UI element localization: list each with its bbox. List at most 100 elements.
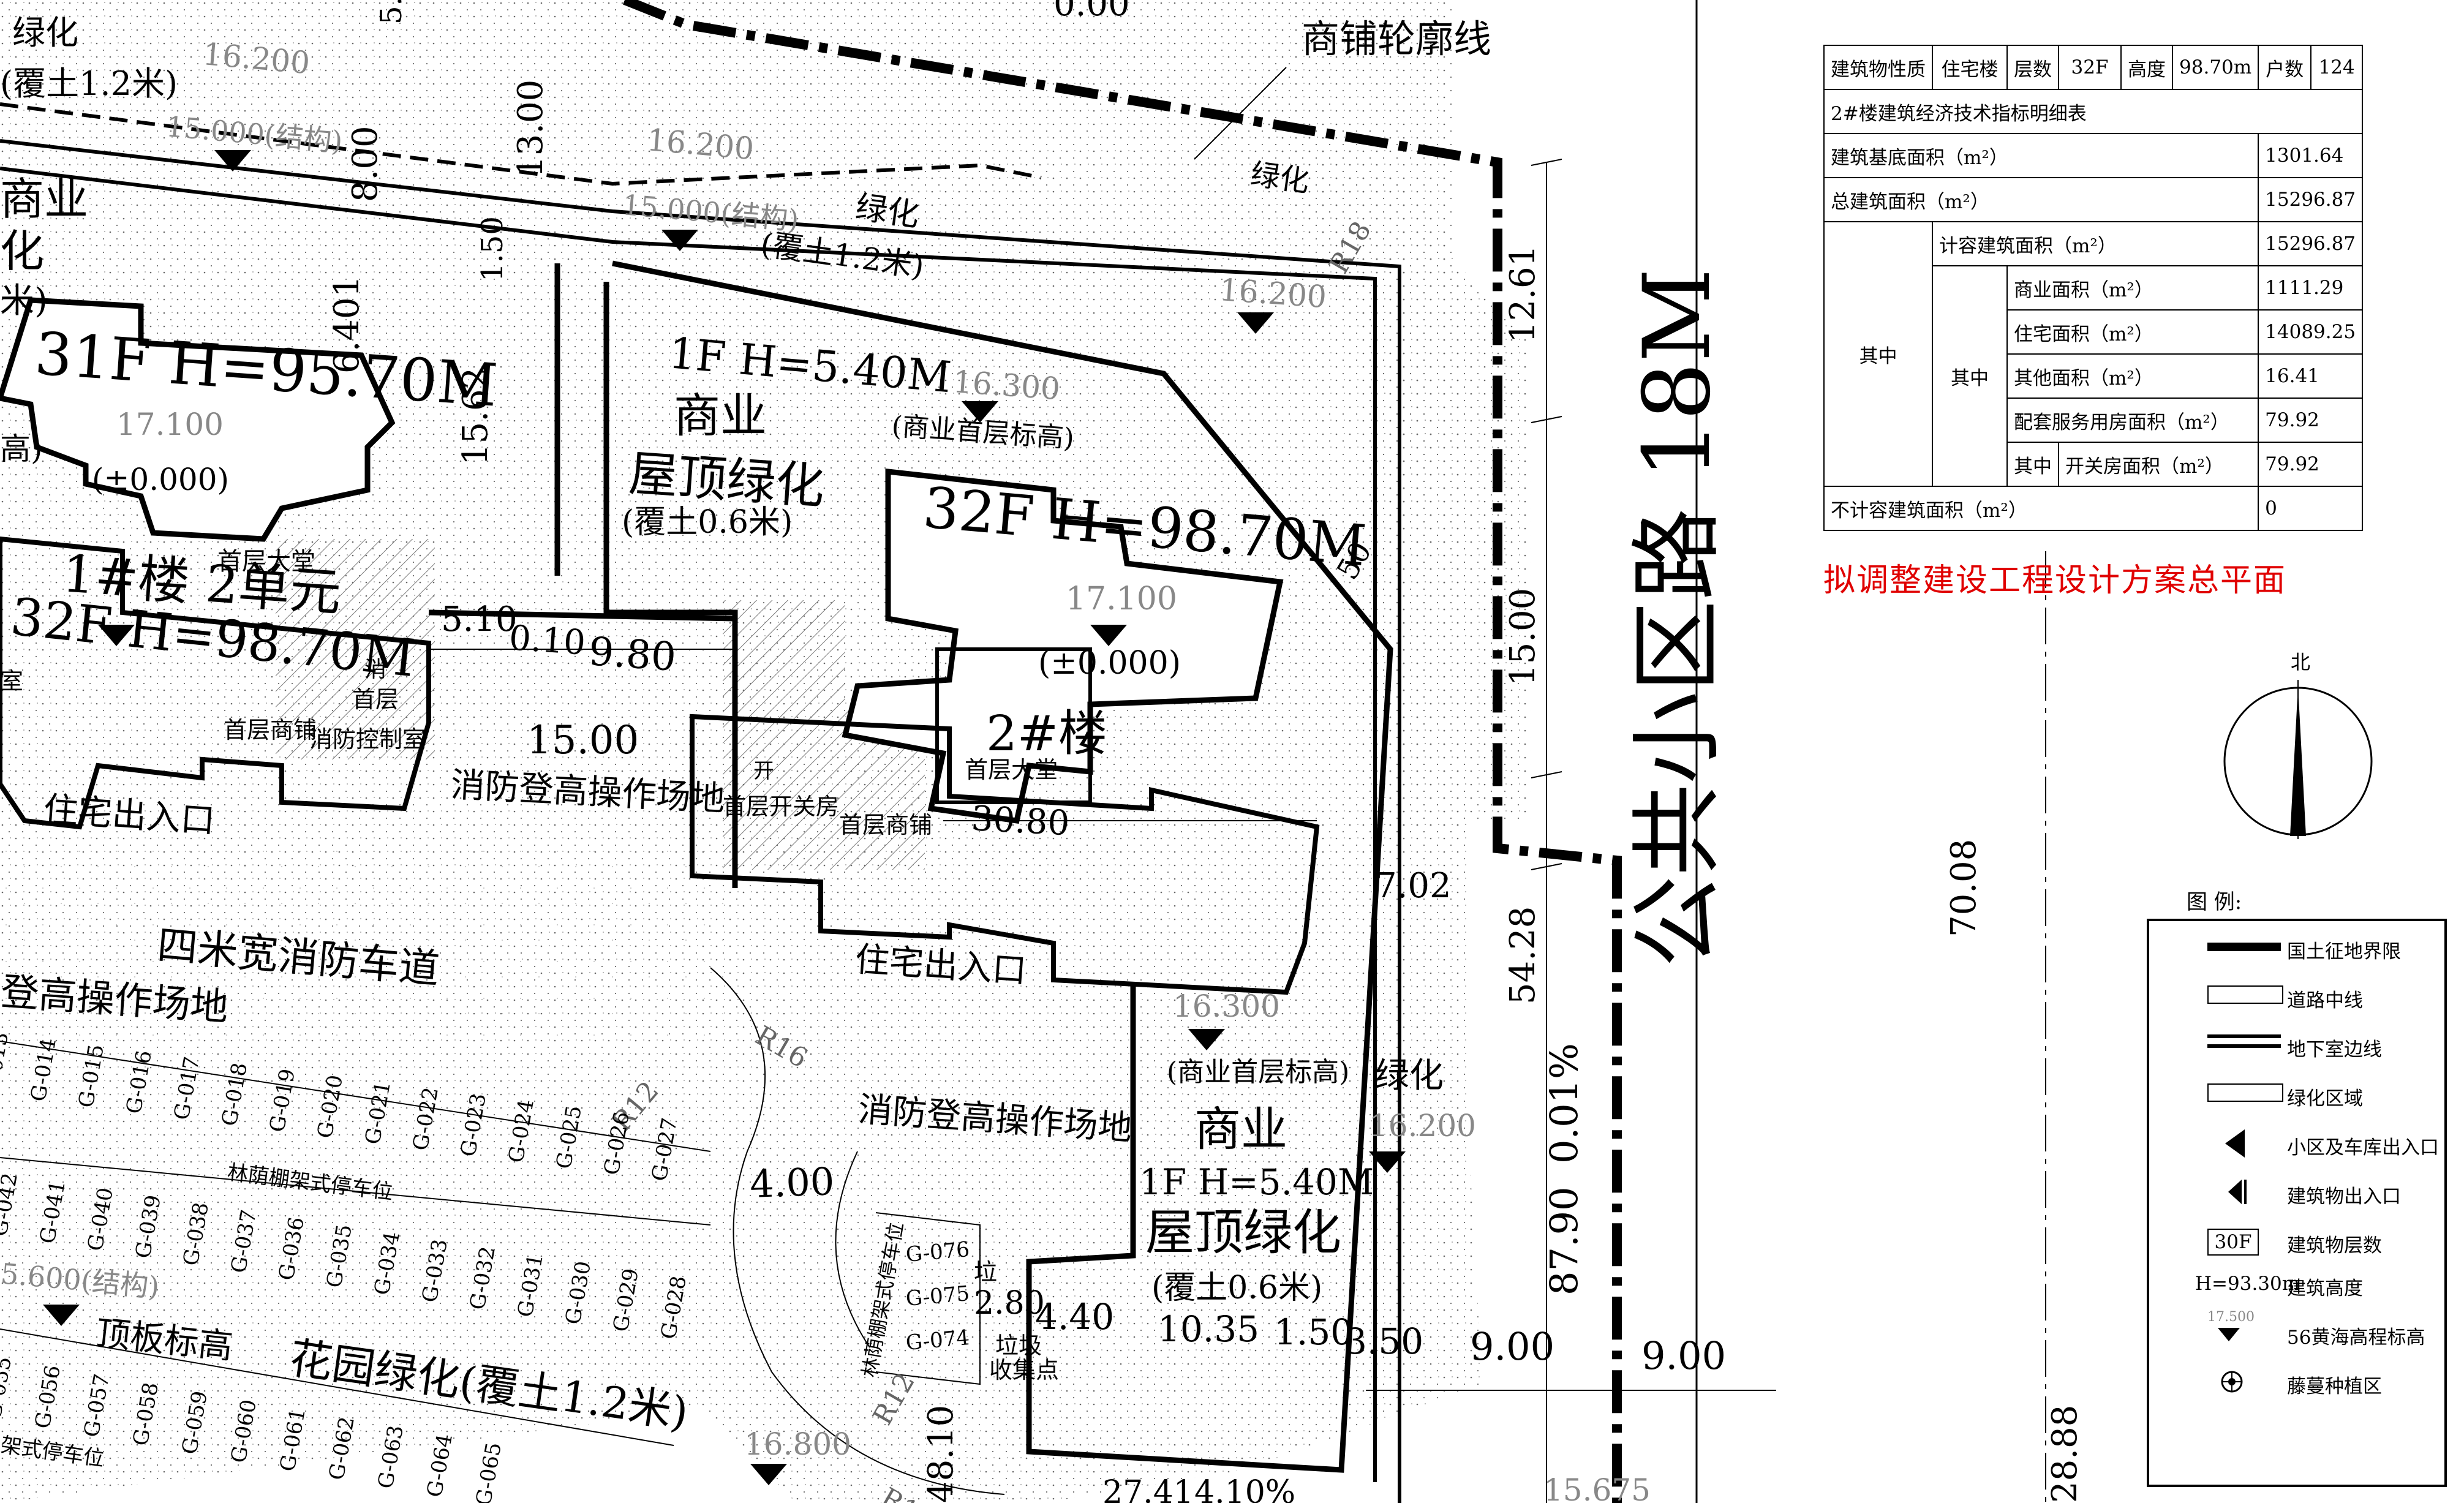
elevation-value: 16.800 — [744, 1426, 851, 1462]
legend-label: 藤蔓种植区 — [2287, 1376, 2382, 1398]
legend-item: 绿化区域 — [2149, 1074, 2444, 1117]
label-greening-cover-a: (覆土1.2米) — [0, 64, 178, 103]
dimension-value: 9.80 — [587, 629, 677, 680]
label-bldg1-xiao: 消 — [364, 657, 386, 682]
dimension-value: 7.02 — [1375, 866, 1452, 906]
label-garbage-b: 收集点 — [989, 1357, 1059, 1384]
dimension-value: 4.10% — [1194, 1474, 1295, 1503]
label-greening: 绿化 — [12, 13, 78, 52]
fire-platform-1-border — [428, 609, 738, 888]
label-roof2-c: (覆土0.6米) — [1151, 1270, 1322, 1306]
label-road-name: 公共小区路 18M — [1624, 268, 1731, 968]
legend-title: 图 例: — [2187, 890, 2242, 914]
label-commercial-elev-2: (商业首层标高) — [1167, 1057, 1349, 1088]
legend-item: 地下室边线 — [2149, 1025, 2444, 1068]
tower-2-outline — [842, 468, 1284, 824]
label-bldg1-first: 首层 — [352, 686, 399, 713]
legend-label: 建筑物层数 — [2287, 1235, 2382, 1257]
label-bldg2-shop: 首层商铺 — [839, 812, 932, 838]
label-bldg2-switch: 首层开关房 — [723, 793, 839, 820]
table-row-value: 15296.87 — [2258, 221, 2364, 266]
dimension-value: 5. — [374, 0, 409, 24]
tower-1-lower — [0, 536, 431, 830]
elevation-value: 15.675 — [1543, 1472, 1651, 1503]
table-row-label: 其他面积（m²） — [2006, 353, 2259, 399]
land-boundary-line — [623, 0, 1622, 1503]
tower-2-core — [935, 647, 1092, 804]
parking-space-label: G-076 — [905, 1237, 970, 1267]
parking-space-label: G-075 — [905, 1281, 970, 1311]
elevation-marker-icon — [2218, 1328, 2240, 1341]
dimension-lines — [429, 159, 1776, 1503]
dimension-value: 48.10 — [921, 1405, 961, 1503]
label-tower-31f-elev: 17.100 — [116, 407, 224, 442]
table-cell: 层数 — [2006, 45, 2059, 90]
table-row-value: 14089.25 — [2258, 309, 2364, 355]
legend-item: 道路中线 — [2149, 976, 2444, 1019]
table-row-value: 15296.87 — [2258, 177, 2364, 222]
dimension-value: 4.00 — [749, 1159, 835, 1207]
label-bldg2-elev: 17.100 — [1066, 581, 1177, 617]
table-row-value: 1111.29 — [2258, 265, 2364, 311]
label-bldg1-shi: 室 — [0, 668, 23, 695]
legend-item: 30F 建筑物层数 — [2149, 1221, 2444, 1264]
legend-label: 56黄海高程标高 — [2287, 1327, 2425, 1349]
legend-label: 建筑物出入口 — [2287, 1186, 2401, 1208]
green-area-icon — [2207, 1083, 2283, 1102]
legend-item: 建筑物出入口 — [2149, 1172, 2444, 1215]
table-row-label: 建筑基底面积（m²） — [1823, 133, 2259, 178]
legend-label: 建筑高度 — [2287, 1278, 2363, 1300]
legend-item: 国土征地界限 — [2149, 927, 2444, 970]
legend-box: 国土征地界限 道路中线 地下室边线 绿化区域 小区及车库出入口 建筑物出入口 3… — [2147, 919, 2447, 1487]
dimension-value: 28.88 — [2045, 1405, 2085, 1503]
dimension-value: 15.00 — [1503, 588, 1543, 686]
building-entrance-icon — [2228, 1180, 2247, 1204]
table-row-value: 16.41 — [2258, 353, 2364, 399]
legend-label: 道路中线 — [2287, 990, 2363, 1012]
boundary-line-icon — [2207, 943, 2281, 951]
legend-item: H=93.30m 建筑高度 — [2149, 1264, 2444, 1307]
table-row: 其中 开关房面积（m²） 79.92 — [1824, 442, 2364, 487]
legend-item: 小区及车库出入口 — [2149, 1123, 2444, 1166]
north-arrow: 北 — [2223, 650, 2373, 839]
legend-item: 藤蔓种植区 — [2149, 1362, 2444, 1405]
table-header-row: 建筑物性质 住宅楼 层数 32F 高度 98.70m 户数 124 — [1823, 45, 2364, 90]
dimension-value: 5.10 — [441, 600, 518, 639]
road-centerline-icon — [2207, 985, 2283, 1004]
north-label: 北 — [2291, 650, 2310, 674]
dimension-value: 1.50 — [1274, 1311, 1353, 1353]
podium-1-outline — [612, 260, 1393, 1473]
internal-road-curve — [710, 967, 1005, 1495]
dimension-value: 6.401 — [327, 276, 367, 374]
table-row: 配套服务用房面积（m²） 79.92 — [1824, 397, 2364, 443]
table-cell: 住宅楼 — [1932, 45, 2008, 90]
table-row-label: 计容建筑面积（m²） — [1931, 221, 2259, 266]
table-row-label: 不计容建筑面积（m²） — [1823, 486, 2259, 531]
label-bldg2-lobby: 首层大堂 — [965, 756, 1058, 783]
dimension-value: 12.61 — [1503, 245, 1543, 343]
dimension-value: 13.00 — [511, 80, 551, 178]
shop-outline — [0, 102, 1042, 186]
dimension-value: 4.40 — [1035, 1296, 1114, 1338]
elevation-marker-text: 17.500 — [2207, 1309, 2255, 1325]
plaza-area — [0, 845, 735, 1047]
dimension-value: 0.01% — [1542, 1043, 1586, 1164]
parking-space-label: G-065 — [471, 1441, 506, 1503]
label-garbage-a: 垃圾 — [995, 1332, 1042, 1359]
table-cell: 户数 — [2258, 45, 2312, 90]
table-row: 其中 计容建筑面积（m²） 15296.87 — [1823, 221, 2364, 487]
dimension-value: 8.00 — [345, 126, 385, 202]
floor-count-box-icon: 30F — [2207, 1229, 2259, 1256]
shop-outline-label: 商铺轮廓线 — [1302, 17, 1491, 61]
dimension-value: 70.08 — [1944, 839, 1984, 937]
dimension-value: 15.62 — [456, 367, 495, 465]
tower-1-outline — [0, 297, 396, 542]
table-group-label: 其中 — [1823, 221, 1933, 487]
label-roof1-b: 屋顶绿化 — [627, 445, 827, 515]
table-row-value: 1301.64 — [2258, 133, 2364, 178]
basement-line-icon — [2207, 1034, 2281, 1048]
dimension-value: 0.00 — [1053, 0, 1130, 24]
table-row-value: 79.92 — [2258, 397, 2364, 443]
label-roof2-height: 1F H=5.40M — [1139, 1161, 1374, 1203]
label-kai: 开 — [753, 759, 774, 783]
